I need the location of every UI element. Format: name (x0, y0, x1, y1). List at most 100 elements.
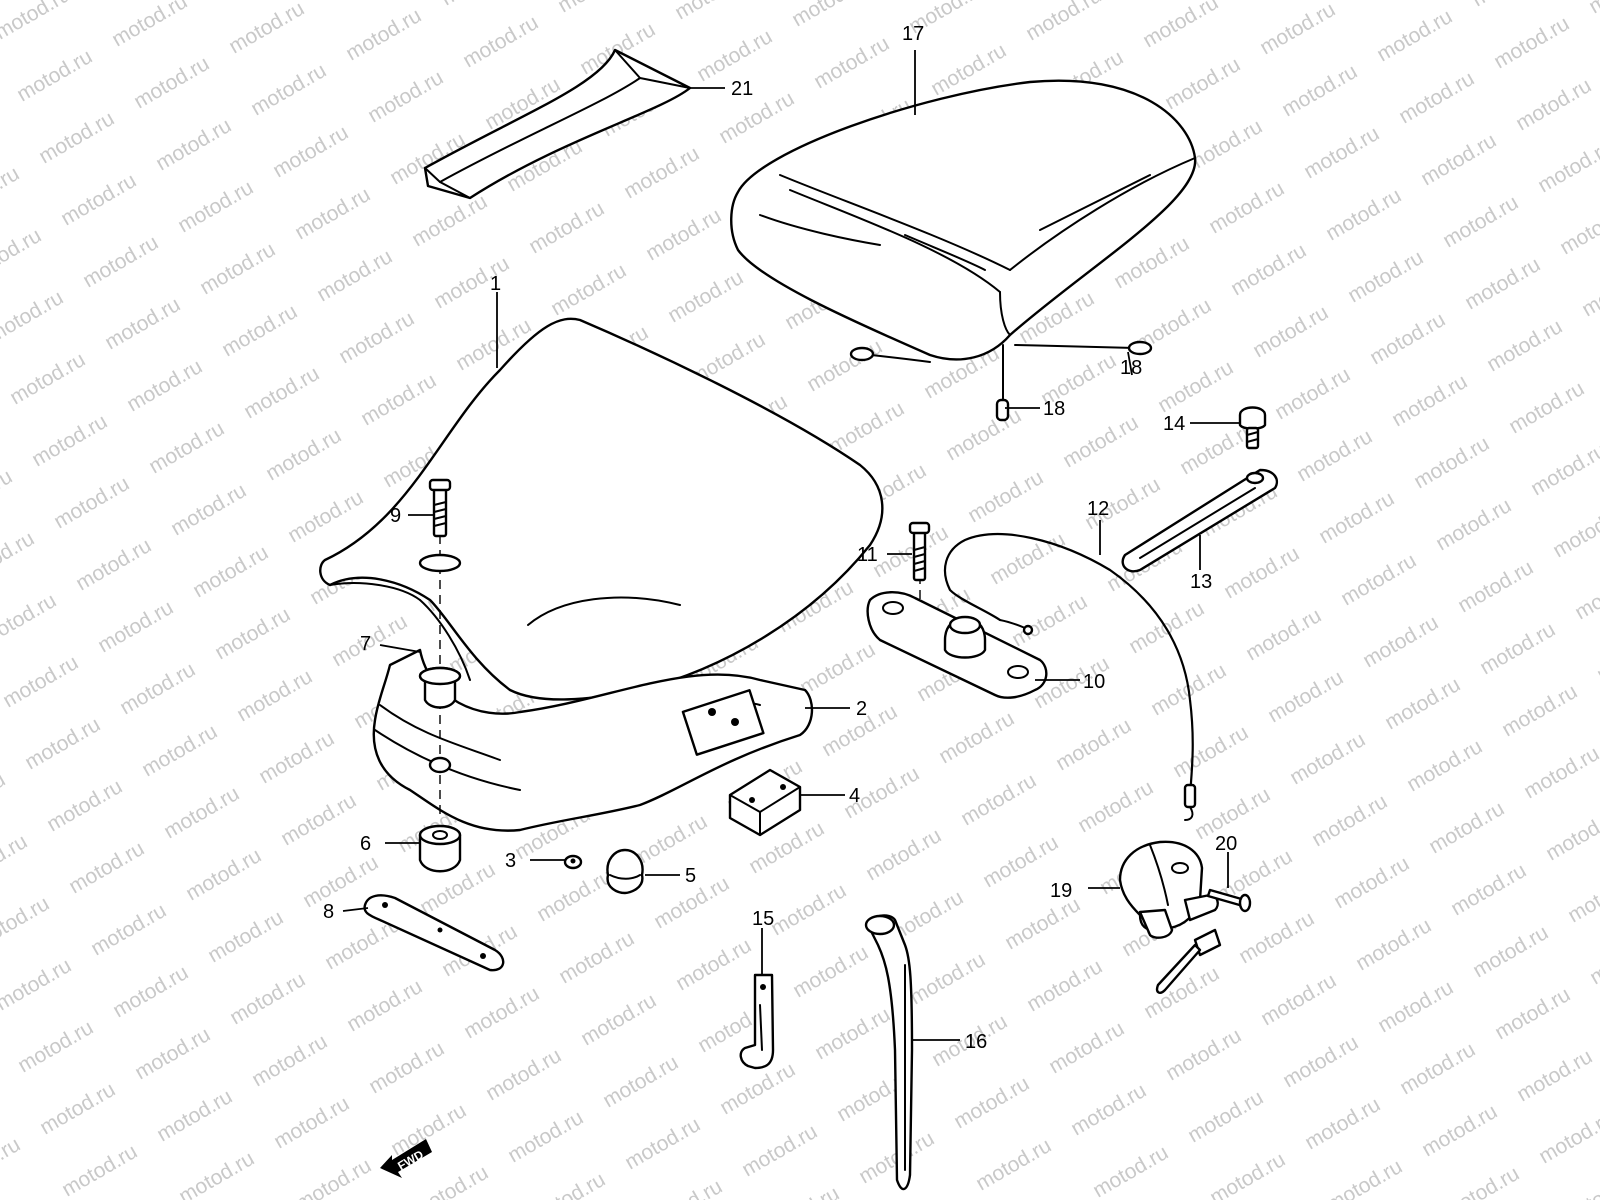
watermark-text: motod.ru (50, 472, 133, 533)
watermark-text: motod.ru (1352, 914, 1435, 975)
part-18-seat-wires (849, 340, 1153, 422)
watermark-text: motod.ru (767, 879, 850, 940)
watermark-text: motod.ru (1461, 253, 1544, 314)
callout-3: 3 (505, 850, 516, 872)
watermark-text: motod.ru (365, 1037, 448, 1098)
watermark-text: motod.ru (0, 286, 67, 347)
watermark-text: motod.ru (642, 204, 725, 265)
watermark-text: motod.ru (738, 1120, 821, 1181)
watermark-text: motod.ru (621, 1113, 704, 1174)
watermark-text: motod.ru (58, 1140, 141, 1200)
watermark-text: motod.ru (131, 1023, 214, 1084)
watermark-text: motod.ru (138, 720, 221, 781)
watermark-text: motod.ru (1257, 969, 1340, 1030)
part-14-bolt (1238, 406, 1267, 450)
watermark-text: motod.ru (1023, 955, 1106, 1016)
watermark-text: motod.ru (313, 245, 396, 306)
watermark-text: motod.ru (1271, 363, 1354, 424)
watermark-text: motod.ru (1052, 714, 1135, 775)
watermark-text: motod.ru (862, 824, 945, 885)
watermark-text: motod.ru (175, 1147, 258, 1200)
watermark-text: motod.ru (0, 224, 45, 285)
watermark-text: motod.ru (1139, 0, 1222, 52)
watermark-text: motod.ru (1205, 177, 1288, 238)
watermark-text: motod.ru (1001, 893, 1084, 954)
watermark-text: motod.ru (1278, 60, 1361, 121)
watermark-text: motod.ru (0, 768, 9, 829)
watermark-text: motod.ru (292, 1154, 375, 1200)
watermark-text: motod.ru (0, 1133, 24, 1194)
watermark-text: motod.ru (906, 948, 989, 1009)
watermark-text: motod.ru (174, 176, 257, 237)
part-10-latch-bracket (866, 591, 1048, 699)
watermark-text: motod.ru (1206, 1148, 1289, 1200)
watermark-text: motod.ru (950, 1072, 1033, 1133)
watermark-text: motod.ru (972, 1134, 1055, 1195)
callout-10: 10 (1083, 671, 1105, 693)
watermark-text: motod.ru (1264, 666, 1347, 727)
watermark-text: motod.ru (664, 266, 747, 327)
watermark-text: motod.ru (803, 335, 886, 396)
watermark-text: motod.ru (1476, 618, 1559, 679)
callout-9: 9 (390, 505, 401, 527)
watermark-text: motod.ru (109, 961, 192, 1022)
watermark-text: motod.ru (269, 121, 352, 182)
watermark-text: motod.ru (196, 238, 279, 299)
watermark-text: motod.ru (1366, 308, 1449, 369)
watermark-text: motod.ru (160, 782, 243, 843)
watermark-text: motod.ru (810, 32, 893, 93)
watermark-text: motod.ru (343, 975, 426, 1036)
watermark-text: motod.ru (13, 45, 96, 106)
watermark-text: motod.ru (0, 892, 53, 953)
watermark-text: motod.ru (0, 100, 1, 161)
watermark-text: motod.ru (1373, 5, 1456, 66)
watermark-text: motod.ru (145, 417, 228, 478)
watermark-text: motod.ru (189, 541, 272, 602)
watermark-text: motod.ru (1491, 983, 1574, 1044)
watermark-text: motod.ru (94, 596, 177, 657)
watermark-text: motod.ru (226, 968, 309, 1029)
watermark-text: motod.ru (1417, 129, 1500, 190)
watermark-text: motod.ru (35, 107, 118, 168)
watermark-text: motod.ru (1395, 67, 1478, 128)
watermark-text: motod.ru (1542, 804, 1600, 865)
part-16-tool-bar (864, 914, 914, 1191)
watermark-text: motod.ru (788, 0, 871, 31)
watermark-text: motod.ru (1220, 542, 1303, 603)
watermark-text: motod.ru (65, 837, 148, 898)
watermark-text: motod.ru (1359, 611, 1442, 672)
watermark-text: motod.ru (1440, 1162, 1523, 1200)
watermark-text: motod.ru (0, 0, 74, 44)
watermark-text: motod.ru (1403, 735, 1486, 796)
callout-18-a: 18 (1043, 398, 1065, 420)
callout-15: 15 (752, 908, 774, 930)
callout-19: 19 (1050, 880, 1072, 902)
watermark-text: motod.ru (1396, 1038, 1479, 1099)
callout-1: 1 (490, 273, 501, 295)
watermark-text: motod.ru (6, 348, 89, 409)
watermark-text: motod.ru (1022, 0, 1105, 45)
watermark-text: motod.ru (43, 775, 126, 836)
watermark-text: motod.ru (1235, 907, 1318, 968)
watermark-text: motod.ru (547, 259, 630, 320)
watermark-text: motod.ru (1089, 1141, 1172, 1200)
watermark-text: motod.ru (1256, 0, 1339, 59)
watermark-text: motod.ru (1249, 301, 1332, 362)
watermark-text: motod.ru (671, 0, 754, 24)
leader-lines (342, 50, 1240, 1041)
watermark-text: motod.ru (1527, 439, 1600, 500)
watermark-text: motod.ru (21, 713, 104, 774)
watermark-text: motod.ru (935, 707, 1018, 768)
watermark-text: motod.ru (1447, 859, 1530, 920)
part-15-hook (739, 973, 775, 1070)
callout-8: 8 (323, 901, 334, 923)
watermark-text: motod.ru (1162, 1024, 1245, 1085)
watermark-text: motod.ru (218, 300, 301, 361)
watermark-text: motod.ru (1498, 680, 1581, 741)
watermark-text: motod.ru (130, 52, 213, 113)
watermark-text: motod.ru (526, 1168, 609, 1200)
watermark-text: motod.ru (240, 362, 323, 423)
part-11-bolt (908, 521, 931, 582)
watermark-text: motod.ru (599, 1051, 682, 1112)
